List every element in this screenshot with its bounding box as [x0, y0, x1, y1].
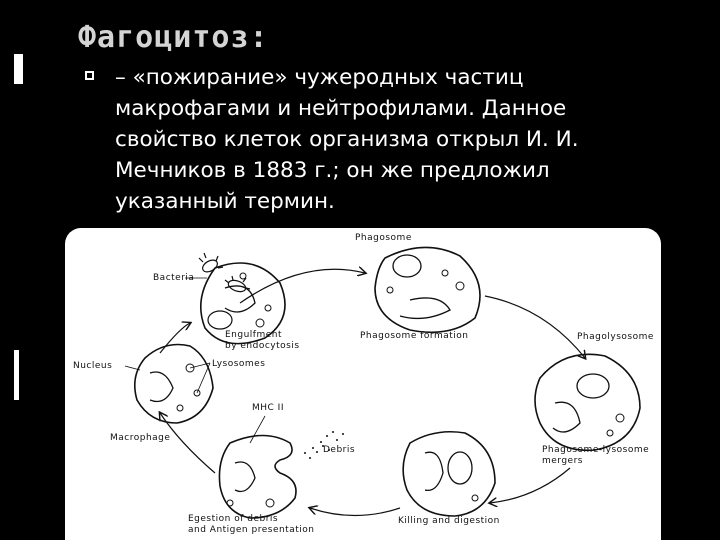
arrow-killing-to-egestion	[310, 508, 400, 516]
bullet-line: макрофагами и нейтрофилами. Данное	[115, 93, 695, 124]
phagocytosis-cycle-svg: Phagosome Bacteria Engulfment by endocyt…	[65, 228, 661, 540]
label-killing: Killing and digestion	[398, 516, 500, 526]
label-mhc-ii: MHC II	[252, 403, 284, 413]
arrow-engulf-to-phagosome	[240, 269, 365, 303]
phagolysosome-cell	[535, 354, 640, 450]
digesting-cell	[403, 432, 495, 516]
label-bacteria: Bacteria	[153, 273, 194, 283]
label-egestion-1: Egestion of debris	[188, 514, 278, 524]
label-nucleus: Nucleus	[73, 361, 112, 371]
egesting-cell	[219, 436, 296, 519]
bullet-line: свойство клеток организма открыл И. И.	[115, 124, 695, 155]
arrow-phagosome-to-phagolysosome	[485, 296, 585, 358]
decorative-bar	[14, 350, 19, 400]
label-engulfment-1: Engulfment	[225, 330, 282, 340]
cycle-arrows	[160, 269, 585, 515]
label-mergers-1: Phagosome-lysosome	[542, 445, 649, 455]
label-phagosome: Phagosome	[355, 233, 412, 243]
label-lysosomes: Lysosomes	[212, 359, 265, 369]
label-phagolysosome: Phagolysosome	[577, 332, 654, 342]
phagosome-cell	[375, 247, 480, 332]
arrow-macrophage-to-engulf	[160, 323, 190, 353]
label-debris: Debris	[323, 445, 355, 455]
label-egestion-2: and Antigen presentation	[188, 525, 314, 535]
bullet-line: указанный термин.	[115, 186, 695, 217]
label-engulfment-2: by endocytosis	[225, 341, 300, 351]
label-macrophage: Macrophage	[110, 433, 170, 443]
label-phagosome-formation: Phagosome formation	[360, 331, 468, 341]
bullet-square-icon	[85, 71, 94, 80]
decorative-bar	[14, 54, 23, 84]
slide-title: Фагоцитоз:	[78, 20, 269, 55]
bullet-line: – «пожирание» чужеродных частиц	[115, 62, 695, 93]
bullet-item: – «пожирание» чужеродных частиц макрофаг…	[85, 62, 695, 217]
phagocytosis-diagram: Phagosome Bacteria Engulfment by endocyt…	[65, 228, 661, 540]
arrow-merger-to-killing	[490, 468, 570, 503]
label-mergers-2: mergers	[542, 456, 583, 466]
bullet-line: Мечников в 1883 г.; он же предложил	[115, 155, 695, 186]
